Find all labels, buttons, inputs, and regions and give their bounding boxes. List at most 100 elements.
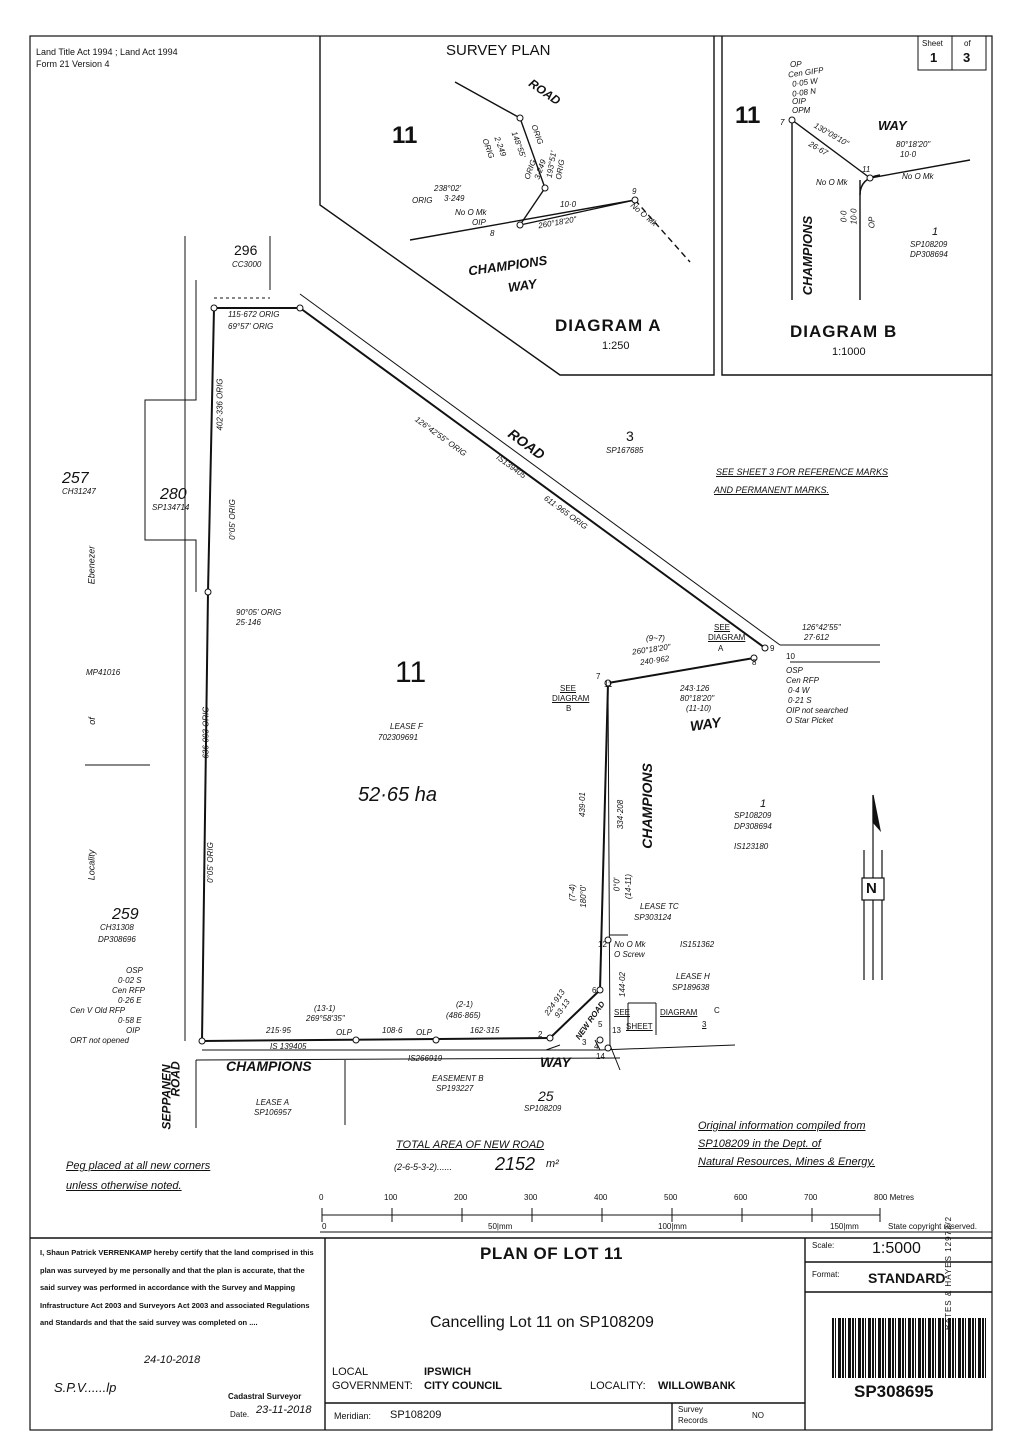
diagram-b-scale: 1:1000: [832, 346, 866, 358]
lot-296: 296: [234, 242, 258, 258]
diagram-a-scale: 1:250: [602, 340, 630, 352]
diagram-a-lot: 11: [392, 122, 418, 149]
copyright: State copyright reserved.: [888, 1222, 977, 1231]
lot-1-sp: SP108209: [734, 811, 772, 820]
total-area-value: 2152: [495, 1154, 536, 1174]
diagram-a-title: DIAGRAM A: [555, 316, 662, 335]
cancelling-note: Cancelling Lot 11 on SP108209: [430, 1314, 654, 1331]
survey-records-label-2: Records: [678, 1416, 708, 1425]
total-area-label: TOTAL AREA OF NEW ROAD: [396, 1139, 545, 1151]
oip-label: OIP: [126, 1026, 140, 1035]
diagram-a-dist-b: 10·0: [560, 200, 577, 209]
no-mark-12: No O Mk: [614, 940, 646, 949]
point-11: 11: [604, 680, 613, 689]
lot-1-is: IS123180: [734, 842, 769, 851]
bearing-2-1: (2-1): [456, 1000, 473, 1009]
plan-heading: SURVEY PLAN: [446, 42, 551, 59]
mm-100: 100|mm: [658, 1222, 687, 1231]
lot-area: 52·65 ha: [358, 784, 437, 806]
osp-label: OSP: [126, 966, 143, 975]
diagram-b-bearing-2: 80°18'20": [896, 140, 931, 149]
lease-tc-plan: SP303124: [634, 913, 672, 922]
bearing-11-10: 80°18'20": [680, 694, 715, 703]
see-sheet-2: SHEET: [626, 1022, 653, 1031]
total-area-points: (2-6-5-3-2)......: [394, 1162, 453, 1172]
top-angle: 69°57' ORIG: [228, 322, 274, 331]
star-picket: O Star Picket: [786, 716, 834, 725]
form-reference: Form 21 Version 4: [36, 59, 110, 69]
mm-150: 150|mm: [830, 1222, 859, 1231]
diagram-c-2: C: [714, 1006, 720, 1015]
bearing-180: 180°0': [578, 885, 588, 908]
distance-334: 334·208: [616, 799, 626, 830]
lot-1: 1: [760, 798, 767, 810]
source-note-3: Natural Resources, Mines & Energy.: [698, 1156, 876, 1168]
north-arrow-icon: N: [866, 880, 877, 897]
locality-of: of: [86, 717, 97, 725]
bearing-269: 269°58'35": [306, 1014, 345, 1023]
scale-tick-200: 200: [454, 1193, 468, 1202]
see-sheet-1: SEE: [614, 1008, 631, 1017]
distance-2-1: (486·865): [446, 1011, 481, 1020]
diagram-b-dist-2: 10·0: [900, 150, 917, 159]
distance-11-10: 243·126: [680, 684, 710, 693]
meridian-label: Meridian:: [334, 1411, 372, 1421]
plan-title: PLAN OF LOT 11: [480, 1244, 624, 1263]
easement-b: EASEMENT B: [432, 1074, 484, 1083]
diagram-b-d1: 0·0: [839, 210, 849, 223]
is-266919: IS266919: [408, 1054, 443, 1063]
scale-tick-600: 600: [734, 1193, 748, 1202]
way-bottom: WAY: [540, 1054, 571, 1070]
easement-plan: SP193227: [436, 1084, 474, 1093]
west-distance-1: 402·336 ORIG: [215, 378, 225, 431]
lease-f: LEASE F: [390, 722, 423, 731]
diagram-b-way: WAY: [878, 118, 907, 133]
scale-tick-700: 700: [804, 1193, 818, 1202]
is-151362: IS151362: [680, 940, 715, 949]
peg-note-1: Peg placed at all new corners: [66, 1160, 211, 1172]
w-10: 0·4 W: [788, 686, 810, 695]
diagram-b-no-mark-2: No O Mk: [902, 172, 934, 181]
diagram-a-oip: OIP: [472, 218, 486, 227]
diagram-a-no-mark: No O Mk: [455, 208, 487, 217]
surveyor-certificate: I, Shaun Patrick VERRENKAMP hereby certi…: [40, 1248, 314, 1327]
total-area-unit: m²: [546, 1158, 559, 1170]
locality-ebenezer: Ebenezer: [86, 545, 97, 585]
date-signed: 23-11-2018: [256, 1404, 312, 1416]
point-7: 7: [596, 672, 601, 681]
lot-296-plan: CC3000: [232, 260, 262, 269]
see-diagram-a-2: DIAGRAM: [708, 633, 746, 642]
side-reference: BATES & HAYES 12972/2: [944, 1215, 953, 1330]
west-bearing-2: 0°05' ORIG: [205, 842, 215, 883]
local-label: LOCAL: [332, 1366, 369, 1378]
corner-distance: 27·612: [804, 633, 829, 642]
locality-label: Locality: [86, 849, 97, 881]
sheet-label: Sheet: [922, 39, 943, 48]
act-reference: Land Title Act 1994 ; Land Act 1994: [36, 47, 178, 57]
diagram-b-point-7: 7: [780, 118, 785, 127]
survey-records-label-1: Survey: [678, 1405, 703, 1414]
lot-25: 25: [538, 1088, 554, 1104]
scale-tick-500: 500: [664, 1193, 678, 1202]
diagram-b-op: OP: [790, 60, 802, 69]
lot-280-plan: SP134714: [152, 503, 190, 512]
distance-439: 439·01: [577, 792, 587, 817]
top-bearing: 115·672 ORIG: [228, 310, 280, 319]
lease-f-number: 702309691: [378, 733, 419, 742]
diagram-c-1: DIAGRAM: [660, 1008, 698, 1017]
diagram-a-orig-6: ORIG: [412, 196, 433, 205]
survey-records-value: NO: [752, 1411, 764, 1420]
diagram-b-lot: 11: [735, 102, 761, 129]
government-name-2: CITY COUNCIL: [424, 1380, 503, 1392]
bearing-0: 0°0': [612, 877, 622, 892]
lot-259-dp: DP308696: [98, 935, 136, 944]
diagram-b-title: DIAGRAM B: [790, 322, 898, 341]
osp-10: OSP: [786, 666, 803, 675]
scale-tick-800: 800 Metres: [874, 1193, 915, 1202]
date-completed: 24-10-2018: [144, 1354, 201, 1366]
mid-distance: 25·146: [236, 618, 261, 627]
olp-1: OLP: [336, 1028, 353, 1037]
distance-215: 215·95: [266, 1026, 291, 1035]
mp-reference: MP41016: [86, 668, 121, 677]
see-diagram-b-2: DIAGRAM: [552, 694, 590, 703]
